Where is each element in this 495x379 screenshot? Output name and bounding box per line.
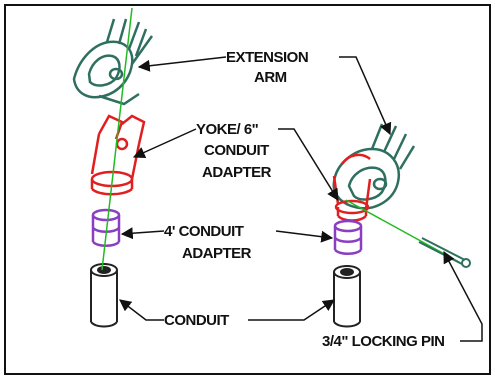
leader-conduit-left [119, 299, 164, 321]
pin-line-left [101, 7, 133, 271]
leader-conduit-right [248, 299, 335, 321]
leader-extension-arm-left [137, 56, 227, 72]
assembly-diagram: EXTENSION ARM YOKE/ 6" CONDUIT ADAPTER 4… [4, 4, 491, 375]
leader-adapter-right [275, 230, 334, 243]
leader-adapter-left [120, 227, 165, 240]
label-locking-pin: 3/4" LOCKING PIN [322, 333, 444, 350]
locking-pin [418, 237, 471, 268]
pin-line-right [345, 199, 460, 263]
label-conduit: CONDUIT [164, 312, 229, 329]
conduit-left [90, 263, 118, 328]
leader-locking-pin [443, 250, 483, 342]
diagram-frame: EXTENSION ARM YOKE/ 6" CONDUIT ADAPTER 4… [4, 4, 491, 375]
label-extension-arm-2: ARM [254, 69, 287, 86]
leader-yoke-right [278, 128, 339, 202]
conduit-adapter-left [91, 208, 121, 247]
label-extension-arm-1: EXTENSION [226, 49, 308, 66]
diagram-border [4, 4, 491, 375]
extension-arm-left [72, 18, 154, 106]
leader-lines [119, 56, 483, 342]
label-conduit-adapter-1: 4' CONDUIT [164, 223, 244, 240]
label-yoke-3: ADAPTER [202, 164, 272, 181]
conduit-right [333, 265, 361, 328]
conduit-adapter-right [333, 219, 363, 255]
leader-yoke-left [132, 128, 197, 159]
leader-extension-arm-right [339, 56, 392, 136]
label-yoke-1: YOKE/ 6" [196, 121, 259, 138]
extension-arm-right [332, 123, 416, 210]
label-conduit-adapter-2: ADAPTER [182, 245, 252, 262]
label-yoke-2: CONDUIT [204, 142, 269, 159]
